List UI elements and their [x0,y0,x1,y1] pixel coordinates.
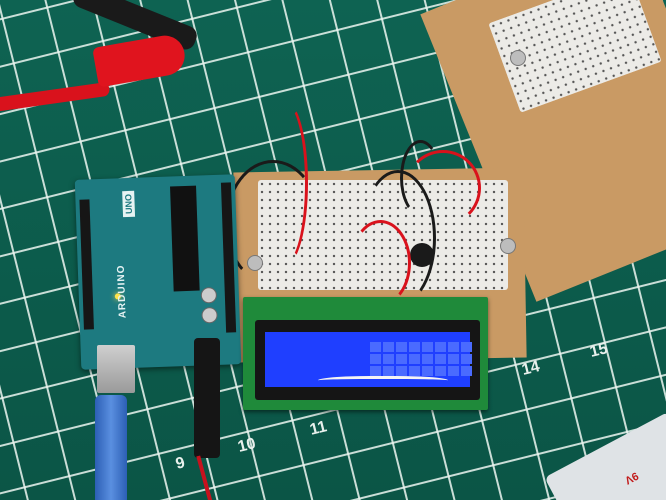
usb-cable [95,395,127,500]
red-jumper-wire [405,150,481,226]
lcd-filled-characters [370,342,472,376]
capacitor [200,286,218,304]
model-label: UNO [122,190,136,218]
battery-label: 9V [622,469,641,487]
digital-pin-header [79,199,94,330]
usb-b-connector [97,345,135,393]
analog-pin-header [220,182,237,333]
black-jumper-wire [400,140,441,216]
screw [510,50,526,66]
dc-power-jack-plug [194,338,220,458]
black-jumper-wire [360,170,436,306]
brand-label: ARDUINO [115,264,129,319]
screw [500,238,516,254]
lcd-reflection-glare [318,376,448,387]
black-jumper-wire [225,160,321,286]
atmega-chip [170,185,200,292]
capacitor [201,306,218,324]
red-jumper-wire [350,220,411,306]
